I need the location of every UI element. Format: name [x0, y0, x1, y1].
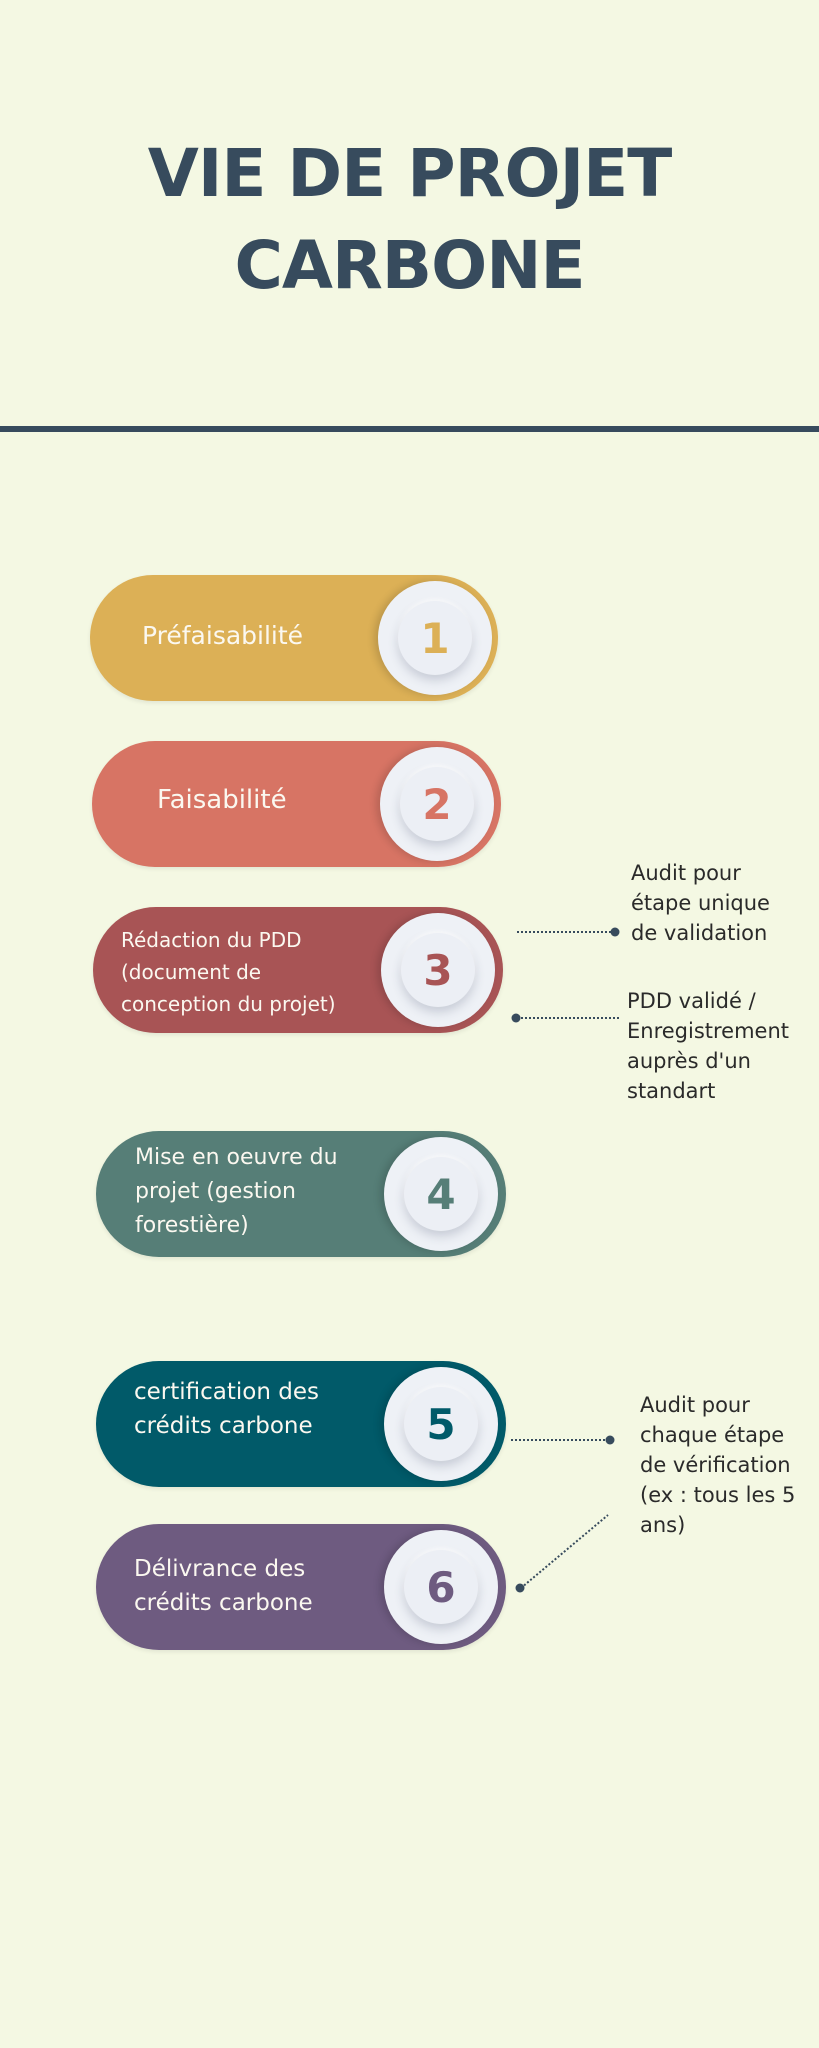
step-4-label: Mise en oeuvre du projet (gestion forest… — [135, 1145, 338, 1238]
step-2-badge: 2 — [380, 747, 494, 861]
connector-dot — [610, 927, 620, 937]
step-1-label: Préfaisabilité — [142, 621, 304, 650]
note-audit-verification: Audit pour chaque étape de vérification … — [640, 1393, 796, 1537]
connector-dot — [511, 1013, 521, 1023]
step-2-label: Faisabilité — [157, 785, 287, 815]
connector-delivery — [520, 1514, 609, 1589]
note-audit-validation: Audit pour étape unique de validation — [631, 861, 770, 945]
step-1-badge: 1 — [378, 581, 492, 695]
step-4-badge: 4 — [384, 1137, 498, 1251]
step-6-pill: Délivrance des crédits carbone 6 — [96, 1524, 506, 1650]
step-6-badge: 6 — [384, 1530, 498, 1644]
note-pdd-valide: PDD validé / Enregistrement auprès d'un … — [627, 989, 790, 1103]
step-1-pill: Préfaisabilité 1 — [90, 575, 498, 701]
step-2-number: 2 — [400, 767, 474, 841]
step-4-number: 4 — [404, 1157, 478, 1231]
step-5-badge: 5 — [384, 1367, 498, 1481]
step-5-label: certification des crédits carbone — [134, 1379, 319, 1439]
connector-dot — [605, 1435, 615, 1445]
step-6-label: Délivrance des crédits carbone — [134, 1556, 313, 1616]
step-1-number: 1 — [398, 601, 472, 675]
step-3-badge: 3 — [381, 913, 495, 1027]
divider — [0, 426, 819, 432]
step-3-pill: Rédaction du PDD (document de conception… — [93, 907, 503, 1033]
step-2-pill: Faisabilité 2 — [92, 741, 501, 867]
step-4-pill: Mise en oeuvre du projet (gestion forest… — [96, 1131, 506, 1257]
title-line-2: CARBONE — [234, 227, 585, 304]
step-6-number: 6 — [404, 1550, 478, 1624]
title-line-1: VIE DE PROJET — [147, 135, 673, 212]
step-5-number: 5 — [404, 1387, 478, 1461]
step-3-number: 3 — [401, 933, 475, 1007]
connector-dot — [515, 1583, 525, 1593]
step-3-label: Rédaction du PDD (document de conception… — [121, 928, 336, 1016]
page-title: VIE DE PROJET CARBONE — [0, 128, 819, 312]
step-5-pill: certification des crédits carbone 5 — [96, 1361, 506, 1487]
